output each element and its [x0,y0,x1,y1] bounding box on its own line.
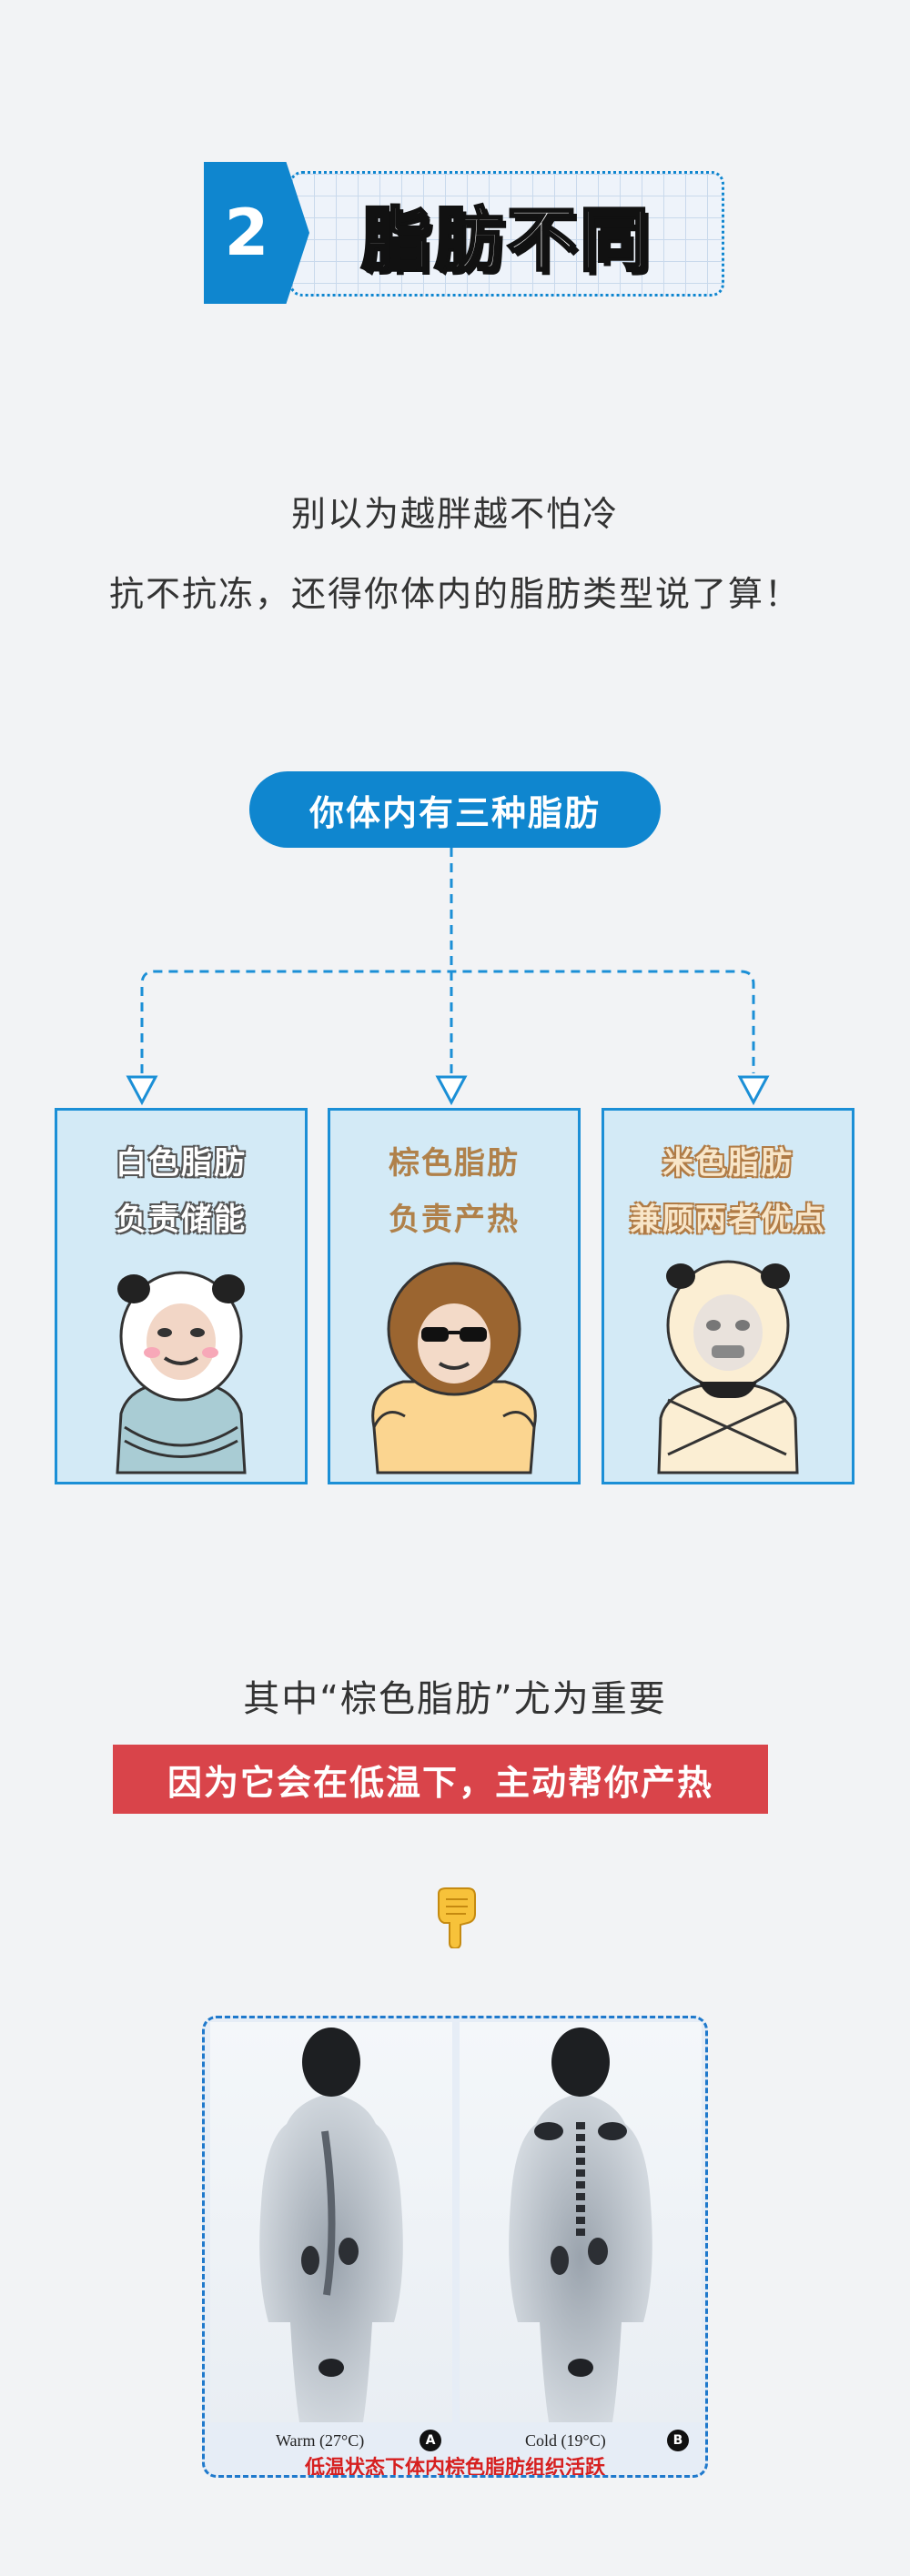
arrowhead-left [126,1075,158,1106]
arrowhead-middle [435,1075,468,1106]
card-brown-fat-desc: 负责产热 [389,1202,520,1238]
card-white-fat-desc: 负责储能 [116,1202,247,1238]
section-title-frame [289,171,724,297]
scan-badge-a: A [420,2430,441,2451]
scan-panel-warm: Warm (27°C) A [210,2022,452,2451]
card-brown-fat: 棕色脂肪 负责产热 [328,1108,581,1484]
arrowhead-right [737,1075,770,1106]
beige-panda-meme-figure [657,1260,799,1474]
intro-line-2: 抗不抗冻，还得你体内的脂肪类型说了算！ [108,574,801,614]
heat-production-banner: 因为它会在低温下，主动帮你产热 [113,1745,768,1814]
card-white-fat: 白色脂肪 负责储能 [55,1108,308,1484]
brown-panda-meme-figure [371,1262,537,1474]
pet-scan-image: Warm (27°C) A Cold (19°C) B 低温状态下体内棕色脂肪组… [202,2016,708,2478]
card-beige-fat-desc: 兼顾两者优点 [630,1202,826,1238]
pointing-down-hand-icon [438,1887,476,1948]
white-panda-meme-figure [116,1271,247,1474]
brown-fat-importance-text: 其中“棕色脂肪”尤为重要 [243,1678,667,1720]
card-brown-fat-title: 棕色脂肪 [389,1145,520,1182]
intro-line-1: 别以为越胖越不怕冷 [290,494,619,534]
scan-caption: 低温状态下体内棕色脂肪组织活跃 [304,2457,605,2478]
diagram-connectors [126,848,770,1106]
scan-badge-b: B [667,2430,689,2451]
scan-label-cold: Cold (19°C) [525,2431,606,2450]
card-beige-fat: 米色脂肪 兼顾两者优点 [602,1108,854,1484]
section-number-badge: 2 [204,162,309,304]
card-beige-fat-title: 米色脂肪 [662,1145,794,1182]
fat-types-root-pill: 你体内有三种脂肪 [249,771,661,848]
scan-label-warm: Warm (27°C) [276,2431,365,2450]
scan-panel-cold: Cold (19°C) B [460,2022,702,2451]
section-title: 脂肪不同 [360,198,652,282]
connector-branch [140,970,755,1073]
card-white-fat-title: 白色脂肪 [116,1145,247,1182]
